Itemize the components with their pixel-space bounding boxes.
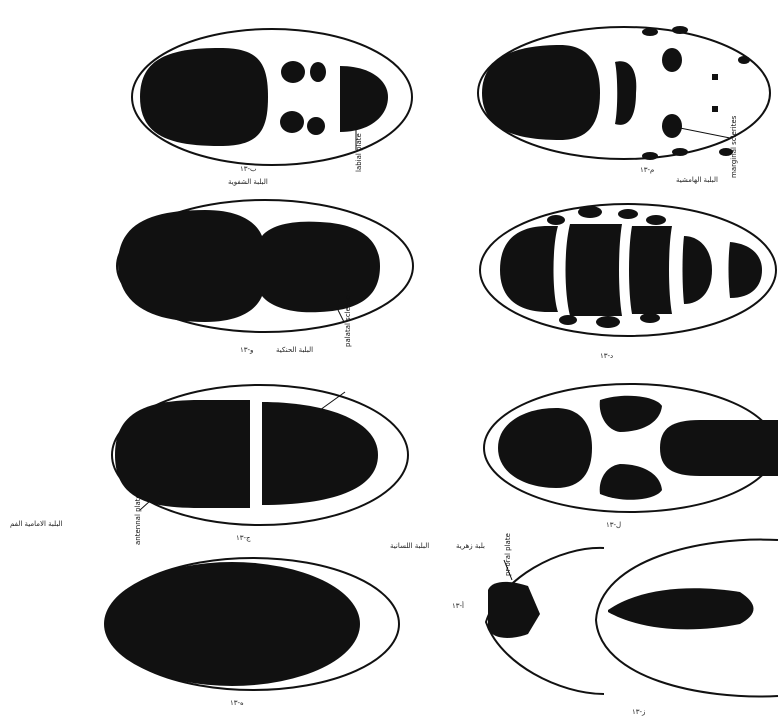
arabic-label-a5: البلبة الامامية الفم	[10, 520, 63, 528]
figure-left-2	[117, 200, 413, 332]
arabic-label-a4: البلبة الهامشية	[676, 176, 718, 184]
arabic-label-a3: البلبة اللسانية	[390, 542, 429, 550]
caption-h13: ه-١٣	[230, 699, 244, 707]
figure-right-2	[480, 204, 776, 336]
caption-b13: ب-١٣	[240, 165, 257, 173]
figure-top-left	[132, 29, 412, 165]
arabic-label-a6: بلبة زهرية	[456, 542, 485, 550]
figure-left-4	[104, 558, 399, 690]
figure-right-3	[484, 384, 778, 512]
caption-d13: د-١٣	[600, 352, 613, 360]
figure-right-4	[486, 540, 778, 697]
marginal-sclerites-label: marginal sclerites	[730, 115, 738, 178]
caption-a13: أ-١٣	[452, 601, 464, 610]
arabic-label-a2: البلبة الحنكية	[276, 346, 313, 354]
figure-left-3	[112, 385, 408, 525]
figure-top-right	[478, 26, 770, 160]
caption-j13: ج-١٣	[236, 534, 251, 542]
pr-oral-plate-label: pr-oral plate	[504, 533, 512, 576]
caption-l13: ل-١٣	[606, 521, 621, 529]
antennal-plate-label: antennal plate	[134, 494, 142, 545]
labial-plate-label: labial plate	[355, 133, 363, 172]
caption-w13: و-١٣	[240, 346, 253, 354]
palatal-sclerite-label: palatal sclerite	[344, 295, 352, 347]
caption-z13: ز-١٣	[632, 708, 645, 716]
arabic-label-a1: البلبة الشفوية	[228, 178, 268, 186]
caption-m13: م-١٣	[640, 166, 654, 174]
